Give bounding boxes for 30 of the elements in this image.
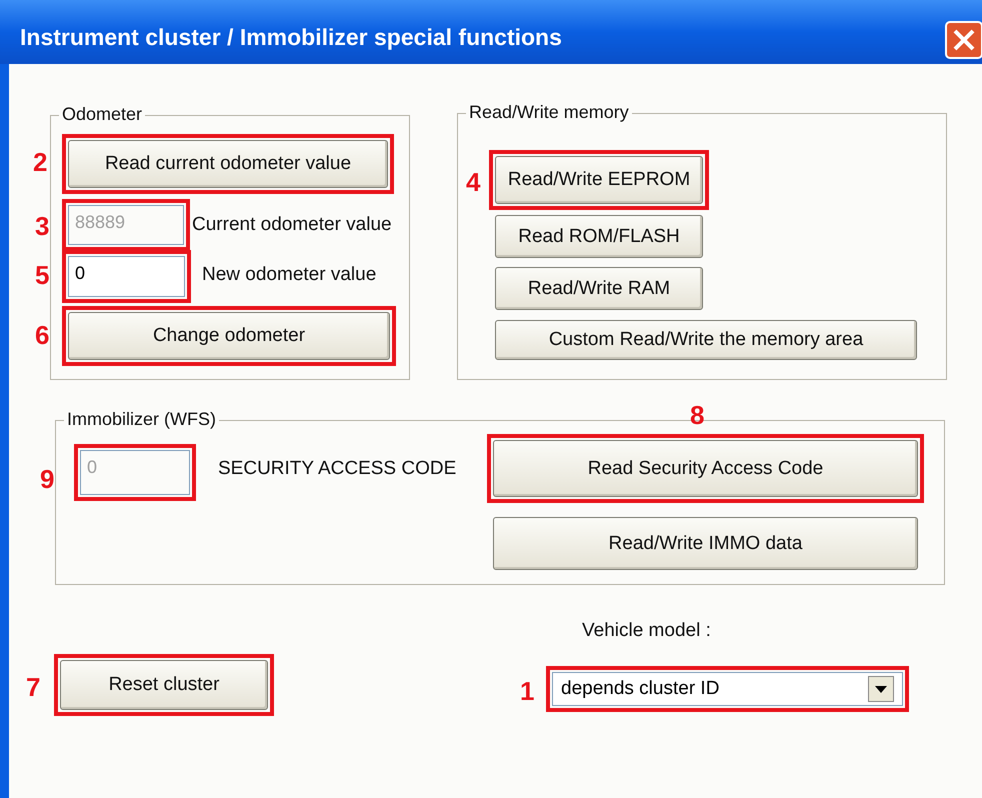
field-caption: SECURITY ACCESS CODE bbox=[218, 458, 456, 480]
push-button: Reset cluster bbox=[60, 660, 268, 710]
input-field: 0 bbox=[68, 256, 185, 297]
push-button: Read/Write IMMO data bbox=[493, 517, 918, 570]
group-label: Read/Write memory bbox=[466, 102, 632, 123]
callout-number: 9 bbox=[40, 464, 54, 495]
push-button: Read Security Access Code bbox=[493, 440, 918, 497]
push-button: Custom Read/Write the memory area bbox=[495, 320, 917, 360]
input-field: 88889 bbox=[68, 205, 184, 245]
field-caption: Vehicle model : bbox=[582, 620, 711, 642]
callout-number: 3 bbox=[35, 211, 50, 242]
callout-number: 6 bbox=[35, 320, 50, 351]
push-button: Read current odometer value bbox=[68, 140, 388, 188]
input-field: 0 bbox=[80, 450, 190, 495]
push-button: Read/Write RAM bbox=[495, 267, 703, 310]
field-caption: Current odometer value bbox=[192, 214, 392, 236]
callout-number: 5 bbox=[35, 260, 50, 291]
push-button: Read/Write EEPROM bbox=[495, 156, 703, 204]
callout-number: 7 bbox=[26, 672, 40, 703]
window-title: Instrument cluster / Immobilizer special functions bbox=[20, 24, 562, 51]
push-button: Read ROM/FLASH bbox=[495, 215, 703, 258]
dropdown bbox=[552, 672, 903, 706]
callout-number: 8 bbox=[690, 400, 704, 431]
push-button: Change odometer bbox=[68, 312, 390, 360]
callout-number: 2 bbox=[33, 147, 48, 178]
callout-number: 4 bbox=[466, 167, 480, 198]
group-label: Immobilizer (WFS) bbox=[64, 409, 219, 430]
field-caption: New odometer value bbox=[202, 264, 376, 286]
dropdown-value: depends cluster ID bbox=[561, 678, 720, 700]
callout-number: 1 bbox=[520, 676, 534, 707]
